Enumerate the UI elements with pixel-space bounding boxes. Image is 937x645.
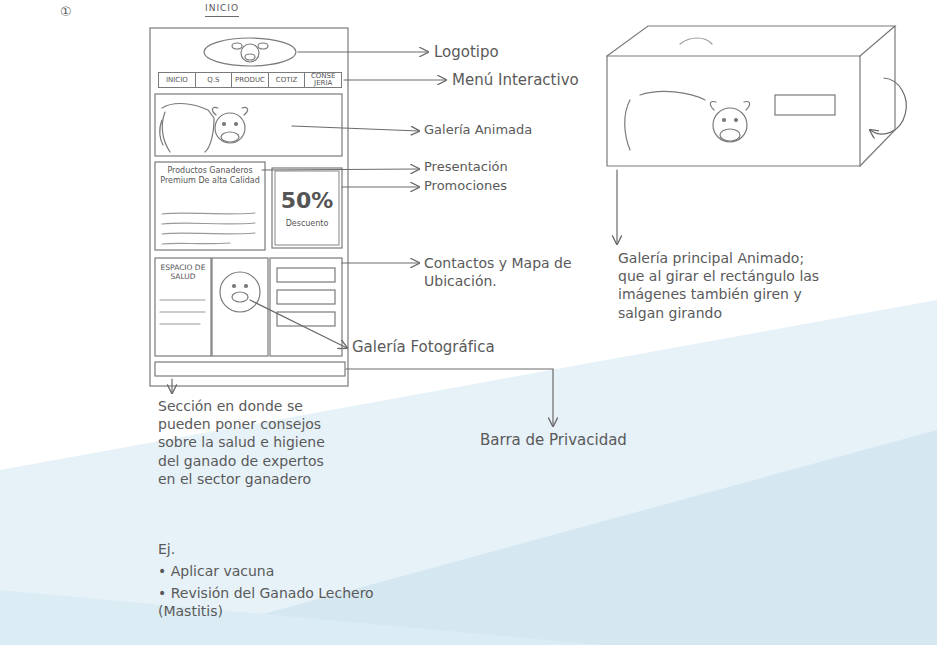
presentation-box: Productos Ganaderos Premium De alta Cali… bbox=[157, 164, 263, 210]
leader-arrow bbox=[346, 369, 553, 426]
menu-item: CONSE JERIA bbox=[304, 73, 341, 87]
leader-arrow bbox=[171, 379, 172, 393]
leader-arrow bbox=[342, 186, 419, 187]
prism-sketch bbox=[680, 38, 712, 44]
gallery-prism-top bbox=[607, 26, 895, 56]
logo-cow-snout bbox=[245, 54, 255, 60]
cow-tail bbox=[160, 120, 163, 145]
promo-box bbox=[272, 168, 342, 248]
logo-cow-ear bbox=[232, 43, 242, 49]
presentation-box bbox=[155, 162, 265, 250]
logo-cow-ear bbox=[258, 43, 268, 49]
note-text: Sección en donde se pueden poner consejo… bbox=[158, 397, 326, 488]
page-heading: INICIO bbox=[205, 3, 239, 17]
background-band bbox=[0, 300, 937, 645]
privacy-bar bbox=[155, 362, 345, 376]
promo-box: 50% Descuento bbox=[276, 172, 338, 244]
note-bullet: • Aplicar vacuna bbox=[158, 562, 378, 580]
scribble-lines bbox=[162, 213, 255, 244]
contacts-box bbox=[270, 258, 342, 356]
box-text: ESPACIO DE SALUD bbox=[159, 263, 207, 282]
discount-word: Descuento bbox=[286, 219, 329, 228]
cow-horns bbox=[212, 107, 247, 115]
cow-body bbox=[625, 91, 705, 150]
cow-body bbox=[162, 104, 214, 152]
page-frame bbox=[150, 28, 348, 386]
leader-arrow bbox=[298, 51, 428, 52]
menu-item: INICIO bbox=[159, 73, 195, 87]
menu-item: Q.S bbox=[195, 73, 232, 87]
leader-arrow bbox=[250, 300, 347, 348]
pig-eye bbox=[245, 285, 248, 288]
leader-arrow bbox=[342, 262, 419, 263]
cow-eye bbox=[235, 123, 238, 126]
cow-eye bbox=[735, 119, 738, 122]
pig-eye bbox=[233, 285, 236, 288]
annotation: Barra de Privacidad bbox=[480, 431, 680, 451]
contact-field bbox=[277, 268, 335, 282]
gallery-prism-front bbox=[607, 56, 860, 166]
cow-horns bbox=[710, 101, 749, 110]
cow-eye bbox=[223, 123, 226, 126]
pig-circle bbox=[220, 272, 260, 312]
cow-eye bbox=[723, 119, 726, 122]
health-box bbox=[155, 258, 211, 356]
note-bullet: • Revisión del Ganado Lechero (Mastitis) bbox=[158, 584, 388, 620]
annotation: Contactos y Mapa de Ubicación. bbox=[424, 254, 594, 290]
annotation: Menú Interactivo bbox=[452, 71, 632, 91]
menu-item: COTIZ bbox=[268, 73, 305, 87]
menu-item: PRODUC bbox=[231, 73, 268, 87]
logo-cow-head bbox=[241, 44, 259, 62]
annotation: Promociones bbox=[424, 178, 584, 195]
discount-figure: 50% bbox=[281, 188, 334, 213]
cow-snout bbox=[720, 129, 740, 141]
prism-inner-rect bbox=[775, 95, 835, 115]
cow-snout bbox=[221, 132, 239, 142]
contact-field bbox=[277, 290, 335, 304]
annotation: Presentación bbox=[424, 159, 584, 176]
cow-head bbox=[215, 113, 245, 143]
annotation: Galería Fotográfica bbox=[352, 338, 532, 358]
box-text: Productos Ganaderos Premium De alta Cali… bbox=[159, 166, 261, 186]
contact-field bbox=[277, 312, 335, 326]
note-text: Ej. bbox=[158, 540, 218, 558]
cow-head bbox=[713, 108, 747, 142]
annotation: Galería Animada bbox=[424, 122, 584, 139]
annotation: Logotipo bbox=[434, 43, 554, 63]
leader-arrow bbox=[344, 79, 446, 80]
health-box: ESPACIO DE SALUD bbox=[157, 261, 209, 297]
callout-number: ① bbox=[60, 4, 80, 21]
leader-arrow bbox=[262, 169, 419, 170]
rotation-arrow bbox=[870, 78, 906, 134]
photo-gallery-box bbox=[212, 258, 268, 356]
pig-snout bbox=[232, 292, 248, 302]
leader-arrow bbox=[616, 170, 617, 244]
logo-ellipse bbox=[204, 38, 296, 66]
promo-box-inner bbox=[275, 171, 339, 245]
note-text: Galería principal Animado; que al girar … bbox=[618, 249, 833, 322]
gallery-box bbox=[155, 94, 342, 156]
menu-bar: INICIOQ.SPRODUCCOTIZCONSE JERIA bbox=[158, 72, 342, 88]
leader-arrow bbox=[292, 126, 419, 131]
scribble-lines bbox=[160, 300, 205, 324]
gallery-prism-side bbox=[860, 26, 895, 166]
